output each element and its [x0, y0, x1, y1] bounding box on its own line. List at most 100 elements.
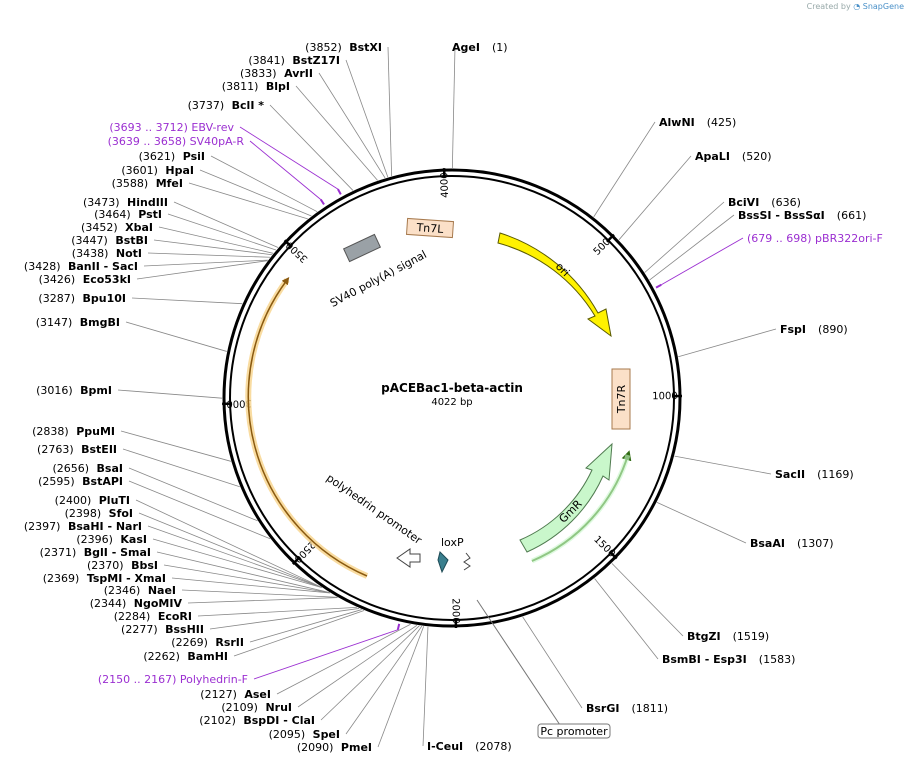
feature-sv40-polya	[342, 233, 382, 263]
primer-mark-sv40pa-r	[319, 198, 325, 206]
tick-label-2000: 2000	[449, 598, 460, 624]
site-asei: (2127) AseI	[200, 688, 271, 701]
site-ngomiv: (2344) NgoMIV	[90, 597, 183, 610]
leader-bsshii	[209, 608, 360, 630]
tick-label-3000: 3000	[226, 397, 252, 409]
leader-ppumi	[120, 430, 231, 462]
leader-bpu10i	[131, 297, 243, 305]
site-hindiii: (3473) HindIII	[83, 196, 168, 209]
leader-bsssi-bsss-i	[649, 214, 735, 281]
site-bsssi-bsss-i: BssSI - BssSαI(661)	[738, 209, 866, 222]
leader-apali	[618, 155, 692, 241]
site-bspdi-clai: (2102) BspDI - ClaI	[199, 714, 315, 727]
primer-leader-ebv-rev	[239, 126, 339, 190]
primer-mark-ebv-rev	[337, 188, 342, 195]
leader-avrii	[318, 72, 386, 179]
leader-mfei	[188, 182, 308, 220]
site-alwni: AlwNI(425)	[659, 116, 736, 129]
tick-label-1000: 1000	[652, 391, 678, 402]
site-rsrii: (2269) RsrII	[171, 636, 244, 649]
leader-tspmi-xmai	[171, 577, 331, 594]
leader-bsai	[128, 467, 258, 522]
site-eco53ki: (3426) Eco53kI	[39, 273, 131, 286]
primer-mark-pbr322ori-f	[655, 283, 662, 289]
site-psti: (3464) PstI	[94, 208, 162, 221]
tick-mark-2500	[291, 556, 301, 565]
primer-leader-pbr322ori-f	[661, 237, 744, 286]
feature-tn7r-label: Tn7R	[615, 384, 628, 414]
site-avrii: (3833) AvrII	[240, 67, 313, 80]
plasmid-length: 4022 bp	[431, 397, 472, 408]
leader-bstapi	[128, 480, 271, 540]
site-ecori: (2284) EcoRI	[114, 610, 192, 623]
leader-bsahi-nari	[147, 525, 322, 588]
loxp-helix-icon	[463, 552, 471, 571]
site-agei: AgeI(1)	[452, 41, 508, 54]
primer-leader-sv40pa-r	[249, 140, 322, 200]
site-bsrgi: BsrGI(1811)	[586, 702, 668, 715]
site-naei: (2346) NaeI	[104, 584, 176, 597]
leader-bgli-smai	[156, 551, 330, 593]
site-nrui: (2109) NruI	[221, 701, 292, 714]
leader-blpi	[295, 85, 378, 181]
leader-bcli	[269, 104, 354, 191]
backbone-inner-ring	[229, 175, 675, 621]
primer-labels: (3693 .. 3712) EBV-rev(3639 .. 3658) SV4…	[98, 121, 883, 686]
leader-bsaai	[656, 502, 747, 544]
primer-mark-polyhedrin-f	[396, 623, 401, 630]
leader-psii	[210, 155, 318, 213]
site-banii-saci: (3428) BanII - SacI	[24, 260, 138, 273]
backbone-outer-ring	[222, 168, 682, 628]
leader-bsmbi-esp3i	[594, 578, 659, 660]
site-bpmi: (3016) BpmI	[36, 384, 112, 397]
leader-bamhi	[233, 610, 365, 657]
feature-loxp-marker	[437, 551, 449, 574]
leader-bsrgi	[522, 616, 583, 709]
site-bcivi: BciVI(636)	[728, 196, 801, 209]
credit-brand: SnapGene	[862, 2, 904, 11]
site-spei: (2095) SpeI	[269, 728, 340, 741]
leader-kasi	[152, 538, 322, 589]
tick-mark-3500	[283, 239, 293, 249]
leader-sacii	[674, 455, 772, 475]
feature-sv40-polya-label: SV40 poly(A) signal	[328, 248, 429, 310]
leader-hindiii	[173, 201, 279, 248]
site-bpu10i: (3287) Bpu10I	[38, 292, 126, 305]
site-btgzi: BtgZI(1519)	[687, 630, 769, 643]
pc-promoter-callout: Pc promoter	[537, 723, 611, 739]
plasmid-name: pACEBac1-beta-actin	[381, 381, 523, 395]
site-apali: ApaLI(520)	[695, 150, 772, 163]
insert-orf-line	[247, 276, 368, 577]
feature-polyhedrin-promoter-label: polyhedrin promoter	[324, 471, 424, 547]
primer-leader-polyhedrin-f	[253, 629, 398, 680]
credit-prefix: Created by	[806, 2, 851, 11]
restriction-site-labels: AgeI(1) AlwNI(425) ApaLI(520) BciVI(636)Bss…	[24, 41, 866, 754]
feature-loxp-label: loxP	[441, 536, 464, 549]
leader-xbai	[158, 226, 274, 254]
feature-gmr-arrow	[519, 442, 613, 553]
site-bstapi: (2595) BstAPI	[38, 475, 123, 488]
leader-lines	[117, 46, 777, 748]
feature-tn7l: Tn7L	[405, 217, 455, 239]
leader-bsteii	[122, 448, 240, 488]
primer-ebv-rev: (3693 .. 3712) EBV-rev	[109, 121, 234, 134]
pc-promoter-leader	[476, 599, 561, 726]
site-bgli-smai: (2371) BglI - SmaI	[40, 546, 151, 559]
tick-label-4000: 4000	[439, 172, 451, 198]
leader-pluti	[135, 499, 321, 588]
site-bbsi: (2370) BbsI	[87, 559, 158, 572]
site-bstxi: (3852) BstXI	[305, 41, 382, 54]
site-pluti: (2400) PluTI	[55, 494, 130, 507]
site-bsmbi-esp3i: BsmBI - Esp3I(1583)	[662, 653, 795, 666]
site-psii: (3621) PsiI	[139, 150, 205, 163]
site-bstz17i: (3841) BstZ17I	[248, 54, 340, 67]
gmr-orf-highlight	[531, 454, 631, 564]
leader-asei	[276, 623, 411, 695]
leader-noti	[147, 252, 271, 258]
leader-agei	[451, 46, 456, 169]
primer-polyhedrin-f: (2150 .. 2167) Polyhedrin-F	[98, 673, 248, 686]
site-hpai: (3601) HpaI	[121, 164, 194, 177]
leader-bpmi	[117, 389, 223, 399]
site-blpi: (3811) BlpI	[222, 80, 290, 93]
leader-alwni	[593, 121, 656, 218]
